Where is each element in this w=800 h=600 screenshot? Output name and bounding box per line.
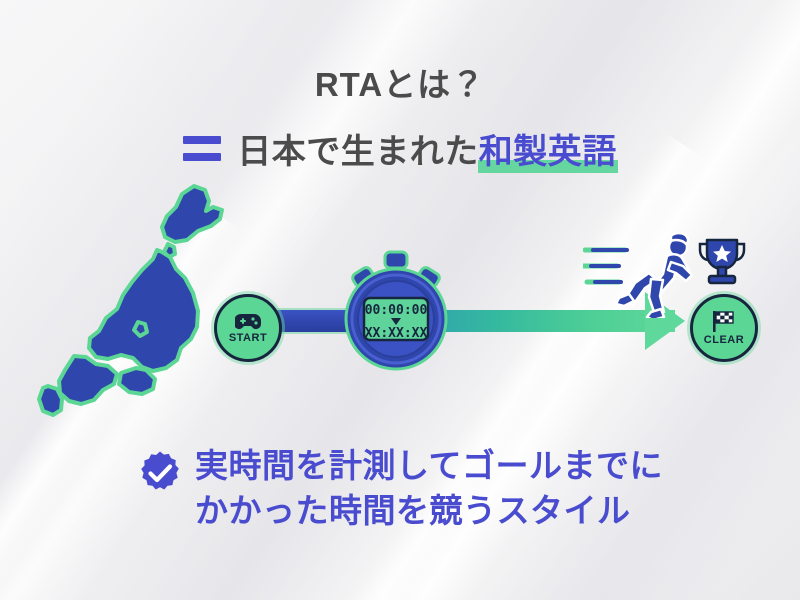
checkered-flag-icon bbox=[711, 310, 737, 332]
stopwatch-icon: 00:00:00 XX:XX:XX bbox=[344, 250, 448, 371]
caption-line-1: 実時間を計測してゴールまでに bbox=[194, 447, 663, 484]
start-label: START bbox=[228, 331, 268, 344]
stopwatch-display-top: 00:00:00 bbox=[365, 303, 428, 318]
gamepad-icon bbox=[234, 313, 261, 330]
subtitle: 日本で生まれた和製英語 bbox=[237, 124, 617, 173]
subtitle-highlighted-text: 和製英語 bbox=[478, 133, 617, 171]
running-person-icon bbox=[583, 231, 694, 318]
equals-icon bbox=[183, 136, 222, 161]
caption-line-2: かかった時間を競うスタイル bbox=[194, 491, 631, 529]
stopwatch-display-bottom: XX:XX:XX bbox=[365, 326, 428, 341]
clear-node[interactable]: CLEAR bbox=[690, 294, 758, 362]
triangle-down-icon bbox=[391, 318, 401, 325]
caption-block: 実時間を計測してゴールまでに かかった時間を競うスタイル bbox=[0, 444, 800, 533]
trophy-icon bbox=[698, 238, 746, 285]
clear-label: CLEAR bbox=[703, 334, 745, 346]
japan-map-icon bbox=[37, 184, 224, 417]
caption-text: 実時間を計測してゴールまでに かかった時間を競うスタイル bbox=[195, 444, 663, 533]
subtitle-plain-text: 日本で生まれた bbox=[237, 133, 479, 171]
page-title: RTAとは？ bbox=[314, 66, 486, 103]
verified-check-icon bbox=[141, 451, 179, 490]
subtitle-row: 日本で生まれた和製英語 bbox=[0, 124, 800, 173]
timeline-bar-green bbox=[400, 310, 675, 332]
start-node[interactable]: START bbox=[214, 294, 282, 362]
